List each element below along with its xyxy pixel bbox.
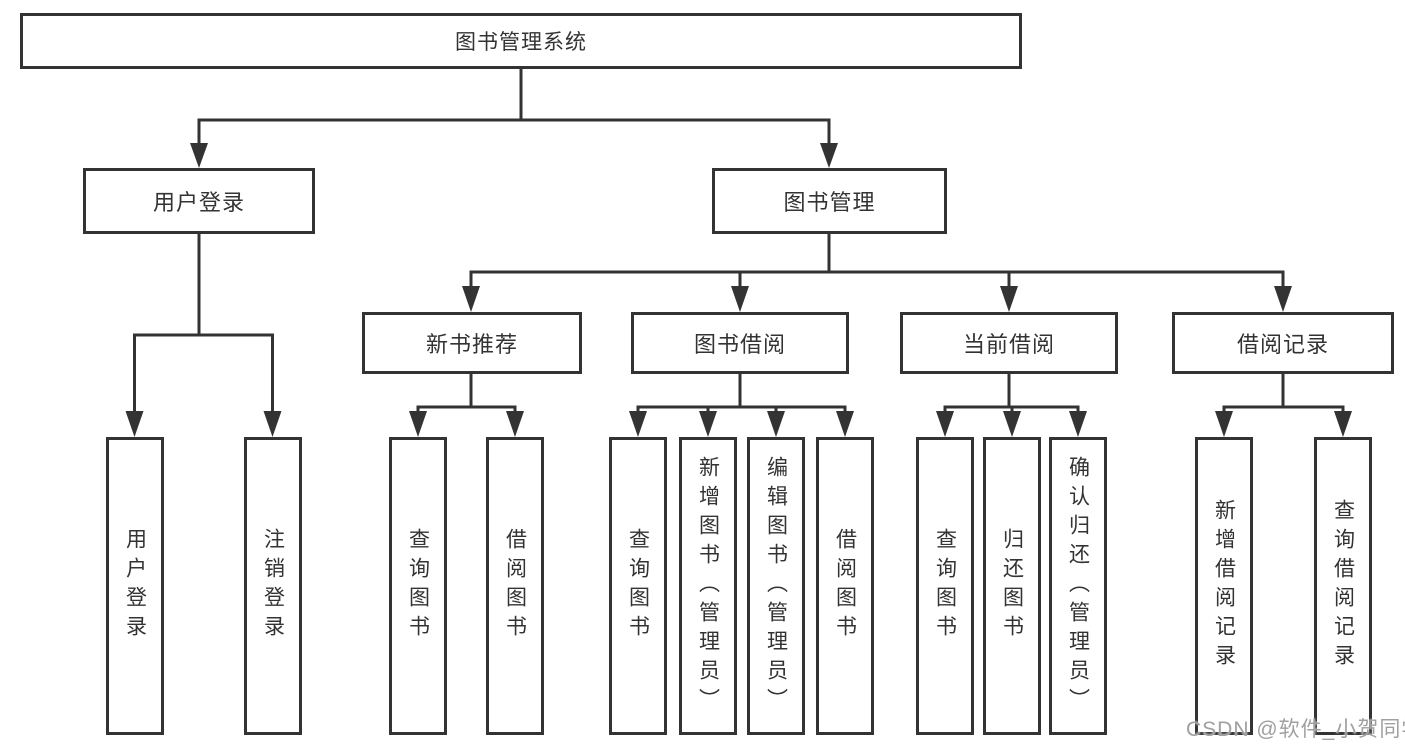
- leaf-add-books-admin: 新增图书（管理员）: [679, 437, 737, 735]
- arrowhead-leaf-login: [125, 411, 144, 437]
- node-book-management: 图书管理: [712, 168, 947, 234]
- arrowhead-leaf-10: [1003, 411, 1021, 437]
- connector-login-rail: [133, 333, 274, 414]
- leaf-query-books-borrow: 查询图书: [609, 437, 667, 735]
- node-current-borrow: 当前借阅: [900, 312, 1118, 374]
- node-borrow-records: 借阅记录: [1172, 312, 1394, 374]
- arrowhead-user-login: [190, 143, 208, 168]
- leaf-query-borrow-record: 查询借阅记录: [1314, 437, 1372, 735]
- arrowhead-current-borrow: [1000, 286, 1018, 312]
- arrowhead-leaf-logout: [263, 411, 282, 437]
- leaf-add-borrow-record: 新增借阅记录: [1195, 437, 1253, 735]
- connector-borrow-rail: [636, 405, 847, 414]
- arrowhead-leaf-12: [1215, 411, 1233, 437]
- leaf-query-books-current: 查询图书: [916, 437, 974, 735]
- leaf-query-books-recommend: 查询图书: [389, 437, 447, 735]
- arrowhead-leaf-11: [1069, 411, 1087, 437]
- arrowhead-leaf-4: [506, 411, 524, 437]
- node-root-system: 图书管理系统: [20, 13, 1022, 69]
- arrowhead-borrow-records: [1274, 286, 1292, 312]
- csdn-watermark: CSDN @软件_小贺同学: [1186, 718, 1405, 741]
- arrowhead-leaf-6: [699, 411, 717, 437]
- arrowhead-leaf-13: [1334, 411, 1352, 437]
- node-book-borrow: 图书借阅: [631, 312, 849, 374]
- arrowhead-book-management: [820, 143, 838, 168]
- leaf-return-books: 归还图书: [983, 437, 1041, 735]
- connector-newbook-rail: [416, 405, 517, 414]
- arrowhead-leaf-5: [629, 411, 647, 437]
- arrowhead-leaf-9: [936, 411, 954, 437]
- arrowhead-leaf-3: [409, 411, 427, 437]
- connector-records-rail: [1222, 405, 1345, 414]
- connector-root-rail: [197, 118, 831, 148]
- leaf-confirm-return-admin: 确认归还（管理员）: [1049, 437, 1107, 735]
- arrowhead-leaf-8: [836, 411, 854, 437]
- leaf-borrow-books-recommend: 借阅图书: [486, 437, 544, 735]
- arrowhead-book-borrow: [731, 286, 749, 312]
- leaf-borrow-books: 借阅图书: [816, 437, 874, 735]
- leaf-logout: 注销登录: [244, 437, 302, 735]
- leaf-edit-books-admin: 编辑图书（管理员）: [747, 437, 805, 735]
- node-user-login: 用户登录: [83, 168, 315, 234]
- arrowhead-new-book: [462, 286, 480, 312]
- node-new-book-recommend: 新书推荐: [362, 312, 582, 374]
- connector-mgmt-rail: [469, 270, 1285, 290]
- arrowhead-leaf-7: [767, 411, 785, 437]
- leaf-user-login: 用户登录: [106, 437, 164, 735]
